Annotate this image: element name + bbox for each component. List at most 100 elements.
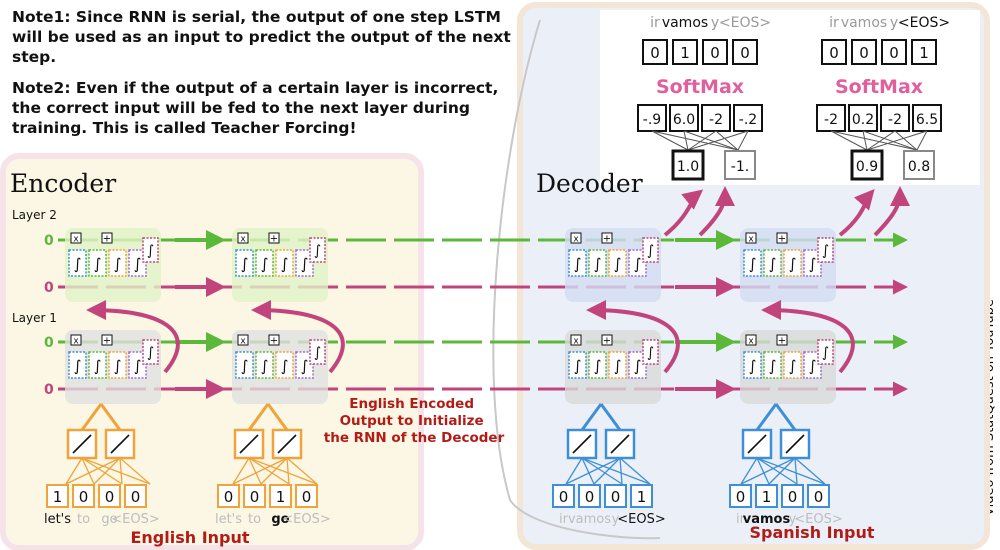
output-onehot-cell — [821, 39, 847, 65]
output-onehot-value: 0 — [740, 44, 750, 62]
output-onehot-value: 0 — [710, 44, 720, 62]
embedding-up-arrow — [266, 403, 289, 431]
embedding-up-arrow — [580, 403, 603, 431]
embedding-weight-line — [756, 457, 770, 485]
output-vocab-word: <EOS> — [898, 15, 950, 31]
vocab-word: let's — [215, 512, 242, 527]
sigmoid-icon: ∫ — [647, 243, 654, 259]
layer-connect-arrows — [86, 186, 910, 374]
embedding-up-arrow — [599, 403, 622, 431]
lstm-unit: ∫∫∫∫∫x+ — [565, 330, 661, 404]
lstm-gate — [88, 249, 107, 277]
one-hot-cell — [552, 484, 575, 508]
embedding-weight-line — [81, 457, 95, 485]
output-onehot-cell — [642, 39, 668, 65]
lstm-gate — [128, 351, 147, 379]
input-op-symbol: + — [270, 336, 278, 347]
sigmoid-icon: ∫ — [74, 255, 82, 273]
output-onehot-cell — [881, 39, 907, 65]
lstm-unit: ∫∫∫∫∫x+ — [740, 330, 836, 404]
logit-value: -2 — [709, 112, 723, 128]
embedding-up-arrow — [247, 403, 270, 431]
lstm-gate — [295, 249, 314, 277]
sigmoid-icon: ∫ — [809, 255, 817, 273]
one-hot-cell — [217, 484, 240, 508]
embedding-layer — [565, 403, 651, 485]
embedding-weight-line — [119, 457, 123, 485]
decoder-title: Decoder — [536, 169, 643, 198]
forget-op-symbol: x — [73, 337, 79, 347]
lstm-gate — [275, 351, 294, 379]
layer1-label: Layer 1 — [12, 311, 57, 325]
lstm-gate — [803, 351, 822, 379]
layer2-cell-init: 0 — [44, 233, 54, 249]
input-op-symbol: + — [603, 234, 611, 245]
forget-op-symbol: x — [73, 235, 79, 245]
sigmoid-icon: ∫ — [74, 357, 82, 375]
output-onehot-cell — [702, 39, 728, 65]
sigmoid-icon: ∫ — [241, 255, 249, 273]
forget-op-icon — [237, 334, 249, 346]
output-onehot-value: 0 — [859, 44, 869, 62]
input-op-icon — [601, 232, 613, 244]
lstm-gate — [743, 249, 762, 277]
embedding-weight-line — [756, 457, 798, 485]
vocab-word: vamos — [743, 512, 791, 527]
sigmoid-icon: ∫ — [822, 345, 829, 361]
one-hot-value: 0 — [585, 488, 595, 506]
logit-value: 0.2 — [852, 112, 874, 128]
one-hot-value: 0 — [250, 488, 260, 506]
logit-value: -.9 — [643, 112, 661, 128]
one-hot-value: 0 — [79, 488, 89, 506]
output-onehot-cell — [672, 39, 698, 65]
lstm-gate — [108, 351, 127, 379]
input-op-icon — [101, 334, 113, 346]
linear-activation-line — [610, 434, 630, 454]
logit-cell — [701, 104, 731, 132]
output-vocab-word: <EOS> — [719, 15, 771, 31]
output-weight-line — [866, 130, 896, 151]
embedding-weight-line — [65, 457, 121, 485]
input-op-icon — [268, 232, 280, 244]
embedding-layer — [232, 403, 318, 485]
lstm-gate — [608, 249, 627, 277]
embedding-weight-line — [756, 457, 826, 485]
forget-op-icon — [237, 232, 249, 244]
decoder-hidden-value: 0.9 — [856, 159, 878, 175]
decoder-hidden-cell — [850, 149, 884, 181]
input-op-icon — [776, 232, 788, 244]
linear-activation-line — [72, 434, 92, 454]
vocab-word: y — [612, 512, 620, 527]
lstm-gate — [628, 249, 647, 277]
lstm-units: ∫∫∫∫∫x+∫∫∫∫∫x+∫∫∫∫∫x+∫∫∫∫∫x+∫∫∫∫∫x+∫∫∫∫∫… — [65, 228, 836, 404]
lstm-output-gate — [309, 237, 326, 263]
lstm-gate — [255, 249, 274, 277]
one-hot-cell — [807, 484, 830, 508]
sigmoid-icon: ∫ — [749, 357, 757, 375]
input-op-icon — [101, 232, 113, 244]
embedding-weight-line — [740, 457, 796, 485]
encoded-output-line3: the RNN of the Decoder — [324, 430, 505, 446]
layer2-label: Layer 2 — [12, 208, 57, 222]
embedding-weight-line — [286, 457, 290, 485]
vocab-word: <EOS> — [282, 512, 330, 527]
encoded-output-label: English Encoded Output to Initialize the… — [324, 396, 505, 446]
output-vocab-word: y — [711, 15, 719, 31]
lstm-output-gate — [817, 237, 834, 263]
lstm-unit: ∫∫∫∫∫x+ — [740, 228, 836, 302]
lstm-gate — [255, 351, 274, 379]
one-hot-cell — [781, 484, 804, 508]
output-vocab-word: ir — [829, 15, 839, 31]
lstm-gate — [108, 249, 127, 277]
embedding-weight-line — [248, 457, 290, 485]
note-1: Note1: Since RNN is serial, the output o… — [12, 8, 511, 66]
sigmoid-icon: ∫ — [114, 255, 122, 273]
sigmoid-icon: ∫ — [281, 255, 289, 273]
output-weight-line — [894, 130, 918, 151]
lstm-gate — [783, 249, 802, 277]
softmax-label: SoftMax — [656, 76, 744, 98]
lstm-gate — [295, 351, 314, 379]
embedding-weight-line — [260, 457, 288, 485]
